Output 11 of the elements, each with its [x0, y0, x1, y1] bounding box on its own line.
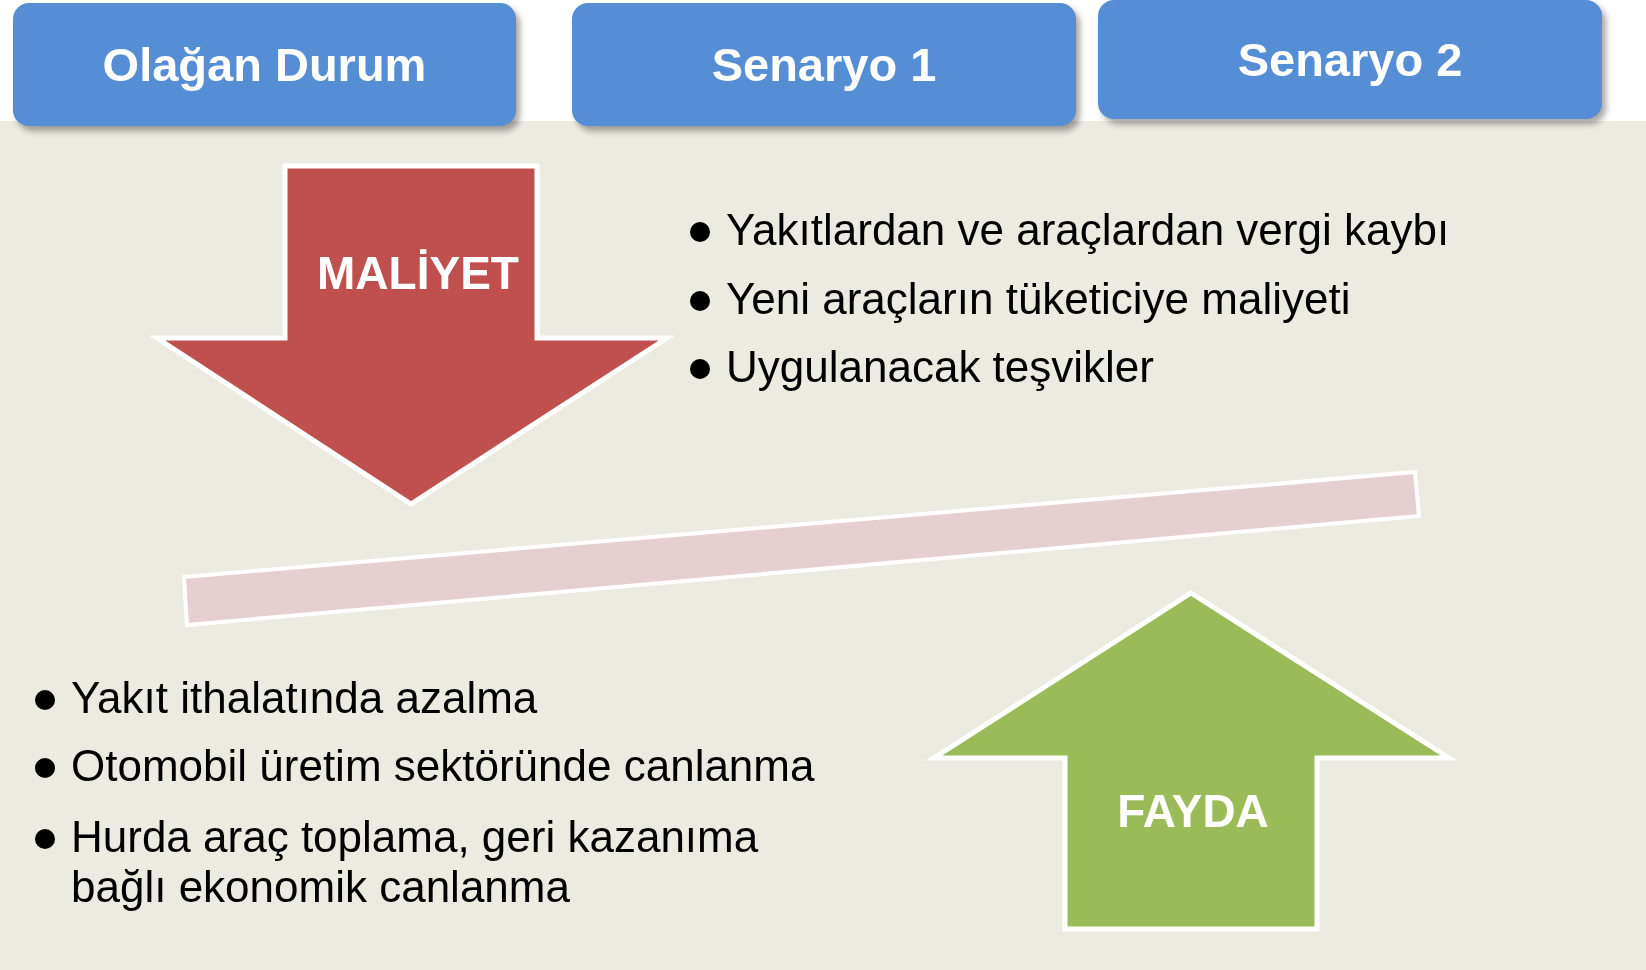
bullet-text: Yakıtlardan ve araçlardan vergi kaybı: [726, 205, 1450, 255]
arrow-label: MALİYET: [317, 246, 519, 300]
tab-header: Olağan Durum: [13, 3, 516, 126]
bullet-text: Otomobil üretim sektöründe canlanma: [71, 741, 815, 791]
bullet-text: Yakıt ithalatında azalma: [71, 673, 538, 723]
arrow-label: FAYDA: [1117, 784, 1269, 838]
tab-header: Senaryo 1: [572, 3, 1076, 126]
bullet-text: Uygulanacak teşvikler: [726, 342, 1154, 392]
bullet-text: Yeni araçların tüketiciye maliyeti: [726, 274, 1351, 324]
tab-header: Senaryo 2: [1098, 0, 1602, 119]
bullet-text: Hurda araç toplama, geri kazanıma bağlı ekonomik canlanma: [71, 812, 760, 912]
